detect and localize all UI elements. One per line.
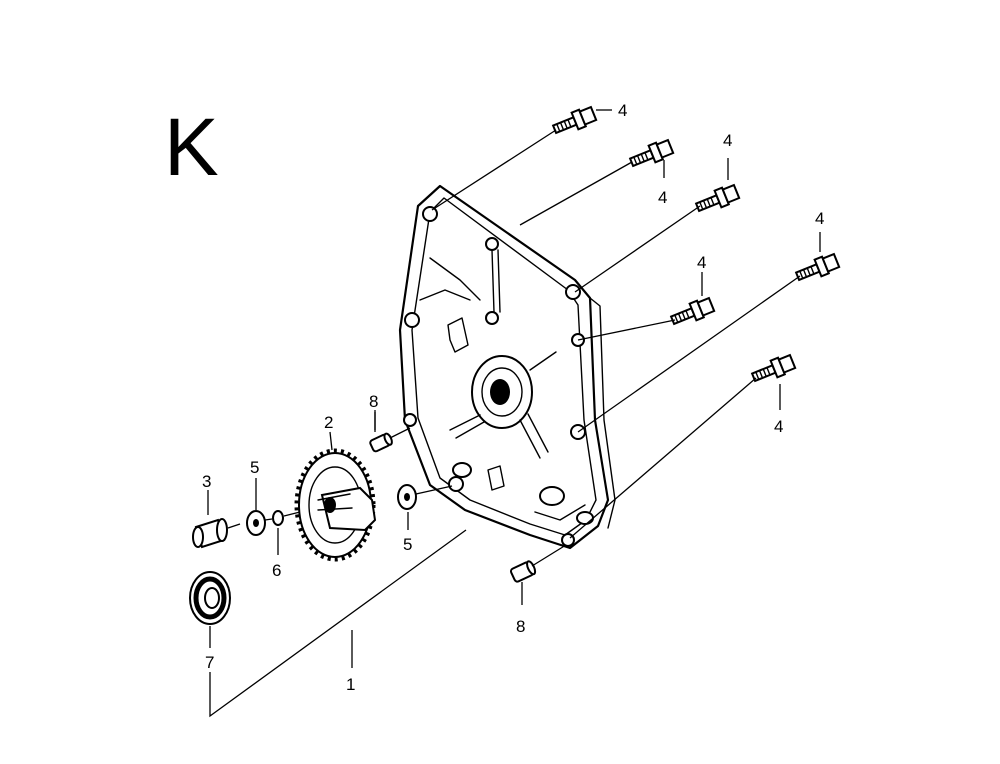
callout-4-a: 4 xyxy=(618,101,627,120)
flange-bolt-4 xyxy=(669,296,716,326)
callout-4-d: 4 xyxy=(697,253,706,272)
flange-bolt-top xyxy=(551,105,598,135)
dowel-pin-lower xyxy=(509,560,537,583)
dowel-leader-lower xyxy=(531,544,567,567)
retaining-clip xyxy=(264,510,301,526)
callout-labels: 1 2 3 4 4 4 4 4 4 5 5 6 7 8 8 xyxy=(202,101,824,694)
callout-7: 7 xyxy=(205,653,214,672)
flange-bolt-2 xyxy=(628,138,675,168)
dowel-pin-upper xyxy=(369,432,393,453)
washer-left xyxy=(246,510,266,536)
crankcase-cover xyxy=(398,184,616,550)
flange-bolt-6 xyxy=(750,353,797,383)
flange-bolt-3 xyxy=(694,183,741,213)
flange-bolt-5 xyxy=(794,252,841,282)
callout-4-c: 4 xyxy=(723,131,732,150)
callout-8-a: 8 xyxy=(369,392,378,411)
callout-3: 3 xyxy=(202,472,211,491)
callout-4-b: 4 xyxy=(658,188,667,207)
callout-1: 1 xyxy=(346,675,355,694)
callout-8-b: 8 xyxy=(516,617,525,636)
section-letter: K xyxy=(164,102,219,193)
washer-right xyxy=(397,484,417,510)
callout-6: 6 xyxy=(272,561,281,580)
callout-leaders xyxy=(207,412,467,718)
washer-leader-right xyxy=(415,485,453,495)
governor-gear xyxy=(294,448,377,562)
callout-4-e: 4 xyxy=(815,209,824,228)
callout-4-f: 4 xyxy=(774,417,783,436)
oil-seal xyxy=(189,571,231,625)
bolt-leader-lines xyxy=(431,109,821,539)
dowel-leader-upper xyxy=(389,427,411,439)
governor-shaft xyxy=(192,518,241,549)
callout-2: 2 xyxy=(324,413,333,432)
callout-5-a: 5 xyxy=(250,458,259,477)
callout-5-b: 5 xyxy=(403,535,412,554)
